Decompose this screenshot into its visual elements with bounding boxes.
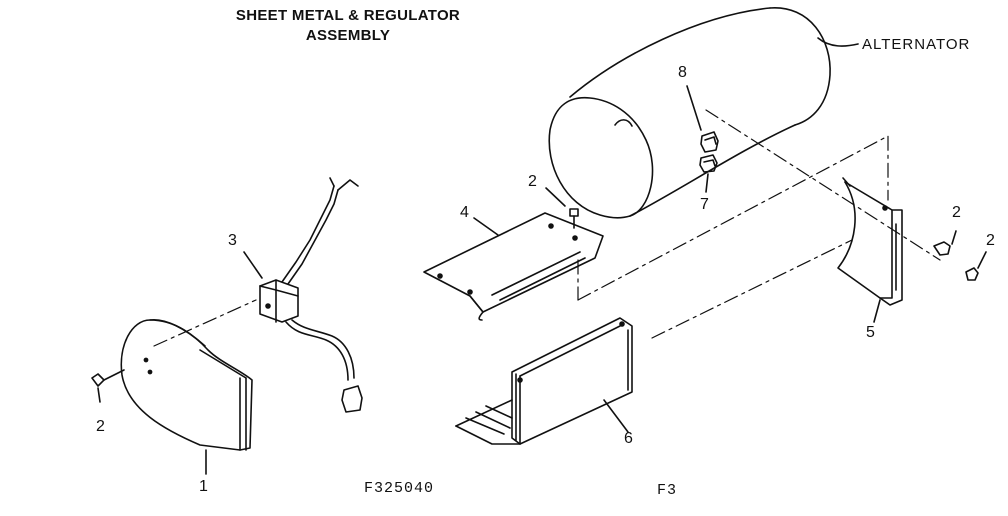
callout-2-right-b: 2 (986, 232, 995, 249)
screw-2-right-a (934, 231, 956, 255)
diagram-title-line-2: ASSEMBLY (305, 27, 391, 44)
callout-7: 7 (700, 196, 709, 213)
diagram-title-line-1: SHEET METAL & REGULATOR (235, 7, 461, 24)
callout-2-top: 2 (528, 173, 537, 190)
drawing-number: F325040 (364, 480, 435, 497)
panel-6 (456, 318, 632, 444)
cover-1 (121, 320, 252, 450)
screw-2-top (570, 209, 578, 228)
leader-3 (244, 252, 262, 278)
callout-3: 3 (228, 232, 237, 249)
wire-harness-upper (282, 178, 358, 284)
alternator-cylinder (549, 8, 830, 218)
bracket-5 (838, 178, 902, 305)
screw-2-left (92, 370, 124, 386)
callout-1: 1 (199, 478, 208, 495)
leader-4 (474, 218, 498, 235)
leader-5 (874, 300, 880, 322)
leader-6 (604, 400, 628, 432)
wire-harness-lower (286, 320, 362, 412)
callout-8: 8 (678, 64, 687, 81)
screw-2-right-b (966, 252, 986, 280)
nut-8 (701, 132, 718, 152)
nut-7 (700, 155, 717, 172)
callout-2-left: 2 (96, 418, 105, 435)
callout-5: 5 (866, 324, 875, 341)
bracket-4 (424, 213, 603, 320)
alternator-leader (818, 38, 858, 46)
assembly-centerlines (154, 110, 940, 346)
callout-alternator: ALTERNATOR (862, 36, 971, 53)
leader-7 (706, 174, 708, 192)
figure-number: F3 (657, 482, 678, 499)
regulator-3 (260, 280, 298, 322)
callout-2-right-a: 2 (952, 204, 961, 221)
callout-6: 6 (624, 430, 633, 447)
leader-2-left (98, 388, 100, 402)
leader-8 (687, 86, 701, 130)
leader-2-top (546, 188, 565, 206)
callout-4: 4 (460, 204, 469, 221)
